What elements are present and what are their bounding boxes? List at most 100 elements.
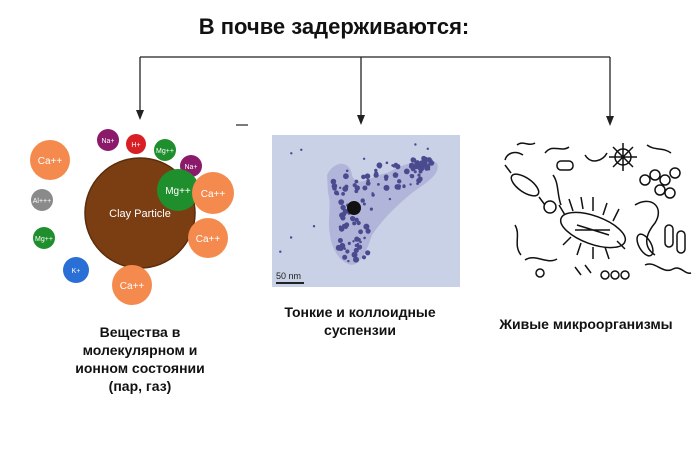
caption-molecular-ionic: Вещества в молекулярном и ионном состоян… xyxy=(45,323,235,395)
caption-colloids: Тонкие и коллоидные суспензии xyxy=(260,303,460,339)
ion-label: Ca++ xyxy=(120,281,145,292)
caption-line: Живые микроорганизмы xyxy=(499,316,673,332)
colloid-dot xyxy=(365,250,371,256)
ion-label: Mg++ xyxy=(35,236,53,243)
colloid-dot xyxy=(300,148,303,151)
colloid-dot xyxy=(415,164,418,167)
colloid-dot xyxy=(340,204,346,211)
colloid-dot xyxy=(353,247,359,253)
colloid-dot xyxy=(414,143,417,146)
colloid-dot xyxy=(331,183,338,189)
ion-label: Al+++ xyxy=(33,198,52,205)
colloid-dot xyxy=(417,173,421,177)
colloid-dot xyxy=(363,223,370,230)
colloid-dot xyxy=(362,185,368,191)
colloid-dot xyxy=(354,217,359,222)
colloid-dot xyxy=(352,240,355,243)
colloid-dot xyxy=(383,174,389,180)
rod-bacterium-d xyxy=(664,224,674,248)
colloid-dot xyxy=(402,184,406,189)
coccus-e xyxy=(669,167,681,179)
colloid-dot xyxy=(392,164,396,168)
colloid-dot xyxy=(361,255,367,260)
ion-circle xyxy=(63,257,89,283)
colloid-dot xyxy=(342,254,348,260)
colloid-dot xyxy=(337,238,343,243)
ion-label: Mg++ xyxy=(156,148,174,155)
colloid-dot xyxy=(363,236,366,240)
colloid-dot xyxy=(413,170,417,174)
colloid-dot xyxy=(395,164,401,170)
colloid-dot xyxy=(365,181,371,186)
colloid-dot xyxy=(347,259,350,263)
colloid-dot xyxy=(347,241,351,245)
colloid-dot xyxy=(428,157,432,161)
colloid-dot xyxy=(334,190,339,196)
colloid-dot xyxy=(336,245,341,250)
colloid-dot xyxy=(290,152,293,155)
clay-particle-illustration: Clay Particle Na+ H+ Mg++ Na+ Ca++ Mg++ Al+++ C… xyxy=(30,129,234,305)
colloid-dot xyxy=(279,250,282,253)
coccus-f xyxy=(654,184,666,196)
colloid-dot xyxy=(345,249,350,254)
colloid-dots xyxy=(279,143,435,263)
coccus-d xyxy=(659,174,671,186)
ion-label: H+ xyxy=(131,142,140,149)
colloid-dot xyxy=(383,184,390,191)
ion-circle xyxy=(97,129,119,151)
colloid-dot xyxy=(342,244,346,248)
rod-bacterium-c xyxy=(636,233,654,257)
colloid-dot xyxy=(330,178,337,185)
colloid-dot xyxy=(374,171,379,176)
ion-circle xyxy=(30,140,70,180)
dense-particle xyxy=(347,201,361,215)
ion-circle xyxy=(157,169,199,211)
colloid-dot xyxy=(361,174,366,180)
caption-line: Тонкие и коллоидные xyxy=(284,304,436,320)
ion-circle xyxy=(33,227,55,249)
coccus-a xyxy=(543,200,557,214)
colloid-dot xyxy=(353,256,359,263)
spirillum-a xyxy=(504,151,524,161)
colloid-dot xyxy=(342,186,349,192)
colloid-dot xyxy=(409,183,412,186)
colloid-micrograph: 50 nm xyxy=(272,135,460,287)
coccus-spikes xyxy=(609,143,637,171)
ion-label: Mg++ xyxy=(165,186,191,197)
ion-circle xyxy=(112,265,152,305)
colloid-dot xyxy=(342,208,348,214)
colloid-dot xyxy=(352,221,357,226)
caption-line: суспензии xyxy=(324,322,396,338)
colloid-dot xyxy=(388,197,392,201)
ion-circle xyxy=(192,172,234,214)
colloid-dot xyxy=(397,179,402,184)
ion-label: Na+ xyxy=(184,164,197,171)
spirillum-f xyxy=(524,256,558,262)
colloid-dot xyxy=(416,177,422,184)
colloid-dot xyxy=(371,192,374,195)
spirochete-a xyxy=(552,174,562,206)
colloid-dot xyxy=(289,236,293,239)
colloid-dot xyxy=(362,202,366,206)
colloid-dot xyxy=(341,192,345,196)
ion-label: Ca++ xyxy=(38,156,63,167)
clay-particle-label: Clay Particle xyxy=(109,208,171,220)
coccus-k xyxy=(620,270,630,280)
colloid-dot xyxy=(338,199,345,205)
colloid-dot xyxy=(410,157,416,163)
colloid-dot xyxy=(357,237,361,242)
ion-label: Na+ xyxy=(101,138,114,145)
colloid-dot xyxy=(376,162,383,169)
colloid-dot xyxy=(354,185,360,191)
colloid-dot xyxy=(341,223,347,229)
spirillum-c xyxy=(544,146,570,154)
rod-bacterium-b xyxy=(556,160,574,171)
coccus-b xyxy=(639,174,651,186)
diagram-title: В почве задерживаются: xyxy=(198,14,470,39)
colloid-dot xyxy=(410,162,414,167)
arrowhead-middle xyxy=(357,115,365,125)
coccus-c xyxy=(649,169,661,181)
rod-flagella-a xyxy=(504,164,546,206)
ion-label: Ca++ xyxy=(196,234,221,245)
